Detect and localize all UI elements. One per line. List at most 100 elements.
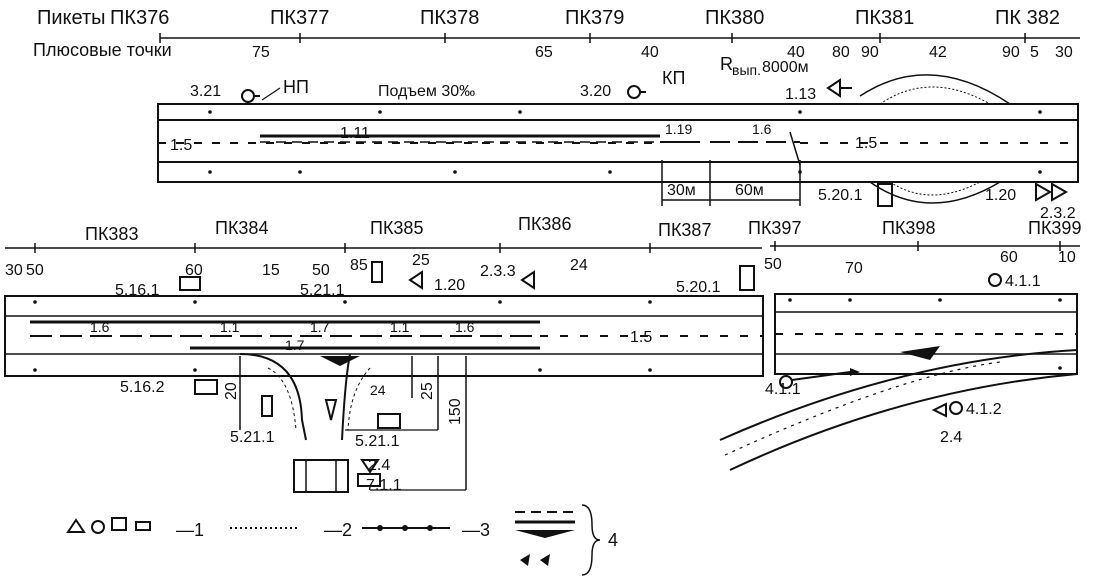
picket-399: ПК399: [1028, 218, 1081, 238]
plus-42: 42: [929, 44, 947, 61]
yield-sign-icon: [360, 459, 380, 474]
bl-marking-label-1-6a: 1.6: [90, 319, 110, 335]
bl-dimensions: 20 24 25 150: [223, 356, 467, 491]
bl-plus-50: 50: [26, 262, 44, 279]
picket-384: ПК384: [215, 218, 268, 238]
picket-386: ПК386: [518, 214, 571, 234]
sign-7-1-1-label: 7.1.1: [366, 477, 402, 494]
sign-5-16-2-label: 5.16.2: [120, 379, 165, 396]
br-plus-10: 10: [1058, 249, 1076, 266]
pickets-label: Пикеты: [37, 7, 106, 29]
picket-383: ПК383: [85, 224, 138, 244]
dim-25: 25: [419, 382, 436, 400]
chevron-markings: [900, 346, 940, 360]
plus-5: 5: [1030, 44, 1039, 61]
top-picket-scale: Пикеты ПК376 ПК377 ПК378 ПК379 ПК380 ПК3…: [33, 7, 1080, 61]
distance-plate-icon: [357, 473, 381, 487]
radius-label: R: [720, 54, 733, 74]
bl-plus-60: 60: [185, 262, 203, 279]
legend: —1 —2 —3 4: [66, 504, 618, 576]
vertical-curve-bottom: [869, 181, 1001, 204]
picket-387: ПК387: [658, 220, 711, 240]
mandatory-direction-sign-icon: [988, 273, 1002, 287]
picket-381: ПК381: [855, 7, 914, 29]
residential-zone-sign-icon: [371, 261, 383, 283]
legend-item-4: 4: [608, 530, 618, 550]
dim-arrow-leader: [789, 131, 801, 166]
sign-4-1-1-label-b: 4.1.1: [765, 381, 801, 398]
vertical-curve-hatch-top: [879, 86, 991, 105]
plus-40a: 40: [641, 44, 659, 61]
bottom-left-ticks: [34, 243, 651, 253]
sign-3-21-label: 3.21: [190, 83, 221, 100]
br-plus-50: 50: [764, 256, 782, 273]
picket-380: ПК380: [705, 7, 764, 29]
vertical-curve-top: [859, 74, 1011, 105]
plus-65: 65: [535, 44, 553, 61]
ramp-dotted-line: [724, 361, 1001, 456]
side-road-left-dots: [267, 367, 297, 431]
br-studs: [788, 298, 1062, 370]
hump-sign-icon: [739, 265, 755, 291]
sign-1-13-label: 1.13: [785, 86, 816, 103]
bottom-right-signs: 4.1.1 4.1.1 4.1.2 2.4: [765, 273, 1041, 446]
br-ticks: [774, 241, 1061, 251]
sign-5-16-1-label: 5.16.1: [115, 282, 160, 299]
sign-4-1-1-label-a: 4.1.1: [1005, 273, 1041, 290]
bl-plus-30: 30: [5, 262, 23, 279]
top-dimensions: 30м 60м: [661, 131, 801, 206]
bl-marking-label-1-5: 1.5: [630, 329, 652, 346]
top-marking-label-1-6: 1.6: [752, 121, 772, 137]
legend-marking-samples: [515, 511, 575, 566]
bus-stop-sign-icon-2: [194, 379, 218, 395]
side-road-left-edge: [239, 353, 307, 441]
sign-1-20-label: 1.20: [985, 187, 1016, 204]
legend-item-3: —3: [462, 520, 490, 540]
bl-plus-50b: 50: [312, 262, 330, 279]
side-road-sign-icon: [520, 270, 535, 290]
yield-arrow-sign-icon: [408, 270, 423, 290]
plus-90b: 90: [1002, 44, 1020, 61]
dim-60m: 60м: [735, 182, 764, 199]
top-marking-label-1-11: 1.11: [340, 125, 370, 142]
steep-descent-sign-icon: [826, 78, 852, 98]
picket-376: ПК376: [110, 7, 169, 29]
legend-item-2: —2: [324, 520, 352, 540]
dim-24: 24: [370, 382, 386, 398]
dim-30m: 30м: [667, 182, 696, 199]
bl-plus-85: 85: [350, 257, 368, 274]
top-road: 1.5 1.11 1.19 1.6 1.5: [157, 74, 1079, 204]
plus-80: 80: [832, 44, 850, 61]
sign-2-3-3-label: 2.3.3: [480, 263, 516, 280]
bottom-left-lower-signs: 5.16.2 5.21.1 5.21.1 2.4 7.1.1: [120, 379, 402, 494]
bl-marking-label-1-7a: 1.7: [285, 337, 305, 353]
plus-40b: 40: [787, 44, 805, 61]
sign-5-21-1-label-b: 5.21.1: [230, 429, 275, 446]
br-plus-70: 70: [845, 260, 863, 277]
vertical-curve-hatch-bottom: [889, 181, 981, 196]
road-hump-sign-icon: [877, 183, 893, 207]
give-way-markings: [320, 356, 360, 366]
top-marking-label-1-5b: 1.5: [855, 135, 877, 152]
bottom-left-upper-signs: 5.16.1 5.21.1 1.20 2.3.3 5.20.1: [115, 261, 755, 299]
bl-plus-24: 24: [570, 257, 588, 274]
bl-marking-label-1-7b: 1.7: [310, 319, 330, 335]
building-icon: [293, 459, 349, 493]
picket-378: ПК378: [420, 7, 479, 29]
picket-385: ПК385: [370, 218, 423, 238]
bottom-right-picket-scale: ПК397 ПК398 ПК399 50 70 60 10: [748, 218, 1081, 277]
radius-value: 8000м: [762, 59, 809, 76]
np-label: НП: [283, 77, 309, 97]
legend-item-1: —1: [176, 520, 204, 540]
sign-2-4-label: 2.4: [368, 457, 390, 474]
top-right-signs: 5.20.1 1.20 2.3.2: [818, 182, 1076, 222]
bl-marking-label-1-6b: 1.6: [455, 319, 475, 335]
plus-90a: 90: [861, 44, 879, 61]
residential-zone-sign-icon-2: [261, 395, 273, 417]
sign-4-1-2-label: 4.1.2: [966, 401, 1002, 418]
plus-label: Плюсовые точки: [33, 40, 172, 60]
building-door-icon: [305, 459, 337, 493]
top-studs: [208, 110, 1042, 174]
bl-marking-label-1-1a: 1.1: [220, 319, 240, 335]
side-road-right-dots: [347, 367, 371, 431]
